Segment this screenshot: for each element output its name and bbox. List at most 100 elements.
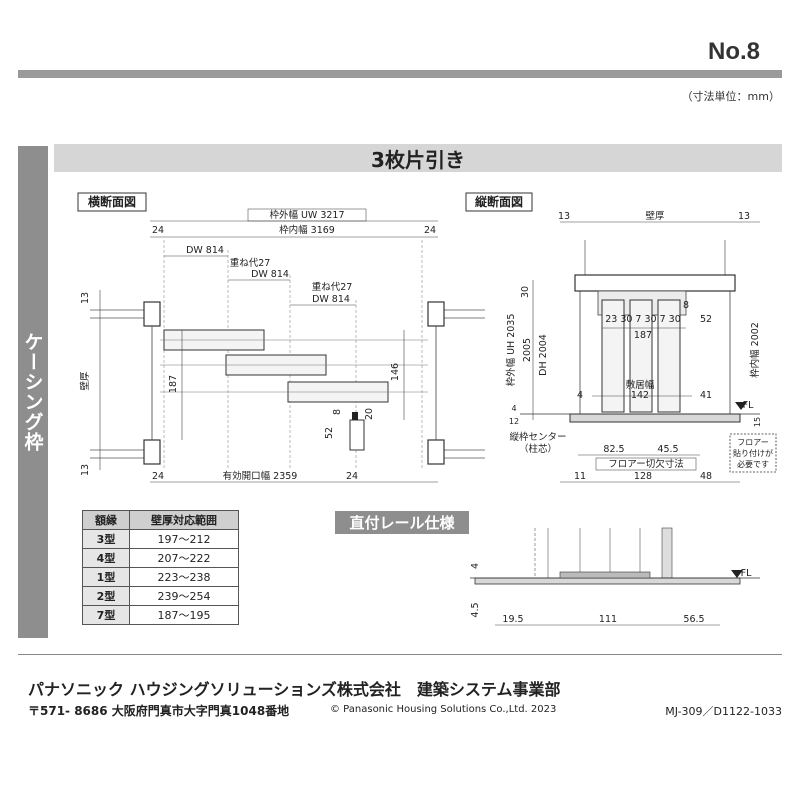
dim-2005: 2005 <box>522 338 533 362</box>
detail-dim-19-5: 19.5 <box>502 614 523 625</box>
dim-52: 52 <box>700 314 712 325</box>
trim-range-cell: 223〜238 <box>129 567 239 587</box>
dim-outer-height: 枠外幅 UH 2035 <box>505 314 517 387</box>
dim-4-left: 4 <box>511 404 516 413</box>
trim-range-cell: 187〜195 <box>129 605 239 625</box>
company-address: 〒571- 8686 大阪府門真市大字門真1048番地 <box>28 704 290 718</box>
stopper-pin <box>352 412 358 420</box>
dim-41: 41 <box>700 390 712 401</box>
dim-left-13: 13 <box>558 211 570 222</box>
detail-jamb <box>661 527 673 579</box>
dim-panels: 23 30 7 30 7 30 <box>605 314 681 325</box>
dim-48: 48 <box>700 471 712 482</box>
dim-depth-146: 146 <box>390 363 401 381</box>
trim-type-cell: 1型 <box>82 567 130 587</box>
dim-dh: DH 2004 <box>538 334 549 376</box>
dim-bottom-left-24: 24 <box>152 471 164 482</box>
frame-post <box>143 301 161 327</box>
detail-fl-label: FL <box>741 568 752 579</box>
dim-overlap2: 重ね代27 <box>312 281 353 293</box>
vertical-section-label-box <box>465 192 533 212</box>
vertical-section-label: 縦断面図 <box>475 194 523 209</box>
detail-dim-4: 4 <box>470 563 481 569</box>
floor-note-line-2: 貼り付けが <box>733 448 773 458</box>
trim-range-cell: 197〜212 <box>129 529 239 549</box>
fl-label: FL <box>743 400 754 411</box>
trim-type-cell: 4型 <box>82 548 130 568</box>
rail-spec-label: 直付レール仕様 <box>335 511 469 534</box>
detail-rail <box>559 571 651 579</box>
trim-range-cell: 239〜254 <box>129 586 239 606</box>
sill-width-label: 敷居幅 <box>626 379 655 391</box>
dim-52: 52 <box>324 427 335 439</box>
dim-left-13-top: 13 <box>80 292 91 304</box>
footer-rule <box>18 654 782 655</box>
horizontal-section-label-box <box>77 192 147 212</box>
dim-sill-width: 142 <box>631 390 649 401</box>
dim-inner-width: 枠内幅 3169 <box>279 224 335 236</box>
floor-cut-box <box>595 457 697 471</box>
dim-11: 11 <box>574 471 586 482</box>
floor-sill <box>569 413 741 423</box>
table-row: 1型 223〜238 <box>82 567 239 587</box>
dim-inner-height: 枠内幅 2002 <box>749 322 761 378</box>
header-rule <box>18 70 782 78</box>
detail-dim-56-5: 56.5 <box>683 614 704 625</box>
side-band <box>18 146 48 638</box>
floor-note-box <box>729 433 777 473</box>
dim-right-24: 24 <box>424 225 436 236</box>
vertical-section: 縦断面図 13 壁厚 13 23 30 7 30 7 30 8 52 187 3… <box>465 192 777 483</box>
floor-note-line-1: フロアー <box>737 438 769 447</box>
trim-range-cell: 207〜222 <box>129 548 239 568</box>
detail-fl-triangle-icon <box>731 570 743 578</box>
dim-8: 8 <box>332 409 343 415</box>
company-name: パナソニック ハウジングソリューションズ株式会社 建築システム事業部 <box>28 680 561 699</box>
dim-187: 187 <box>634 330 652 341</box>
trim-table-header-row: 額縁 壁厚対応範囲 <box>82 510 239 530</box>
rail-detail: 4 FL 4.5 19.5 111 56.5 <box>470 527 760 626</box>
dim-wall-thickness: 壁厚 <box>79 371 91 391</box>
table-row: 3型 197〜212 <box>82 529 239 549</box>
dim-wall-thickness: 壁厚 <box>645 210 665 222</box>
dim-30: 30 <box>520 286 531 298</box>
dim-depth-187: 187 <box>168 375 179 393</box>
frame-center-label: 縦枠センター <box>509 431 566 443</box>
dim-82-5: 82.5 <box>603 444 624 455</box>
horizontal-section-label: 横断面図 <box>88 194 136 209</box>
frame-post <box>427 301 445 327</box>
table-row: 7型 187〜195 <box>82 605 239 625</box>
dim-20: 20 <box>364 408 375 420</box>
page-title: 3枚片引き <box>54 144 782 172</box>
trim-type-cell: 7型 <box>82 605 130 625</box>
dim-128: 128 <box>634 471 652 482</box>
trim-type-cell: 3型 <box>82 529 130 549</box>
dim-dw3: DW 814 <box>312 294 350 305</box>
dim-right-13: 13 <box>738 211 750 222</box>
frame-post <box>427 439 445 465</box>
trim-table-header-type: 額縁 <box>82 510 130 530</box>
frame-post <box>143 439 161 465</box>
dim-4: 4 <box>577 390 583 401</box>
dim-effective-opening: 有効開口幅 2359 <box>223 470 298 482</box>
dim-45-5: 45.5 <box>657 444 678 455</box>
trim-table-header-range: 壁厚対応範囲 <box>129 510 239 530</box>
detail-dim-4-5: 4.5 <box>470 602 481 617</box>
dim-15: 15 <box>753 417 762 427</box>
copyright: © Panasonic Housing Solutions Co.,Ltd. 2… <box>330 704 557 715</box>
dim-12: 12 <box>509 417 519 426</box>
head-frame <box>574 274 736 292</box>
side-label-text: ケーシング枠 <box>21 332 44 452</box>
side-label: ケーシング枠 <box>18 146 48 638</box>
table-row: 2型 239〜254 <box>82 586 239 606</box>
trim-table: 額縁 壁厚対応範囲 3型 197〜212 4型 207〜222 1型 223〜2… <box>82 510 239 625</box>
dim-left-13-bottom: 13 <box>80 464 91 476</box>
floor-note-line-3: 必要です <box>737 459 769 469</box>
unit-note: （寸法単位：mm） <box>681 90 780 103</box>
document-code: MJ-309／D1122-1033 <box>665 705 782 718</box>
detail-floor <box>474 577 741 585</box>
table-row: 4型 207〜222 <box>82 548 239 568</box>
detail-dim-111: 111 <box>599 614 617 625</box>
fl-triangle-icon <box>735 402 747 410</box>
frame-center-sub: （柱芯） <box>519 443 557 455</box>
